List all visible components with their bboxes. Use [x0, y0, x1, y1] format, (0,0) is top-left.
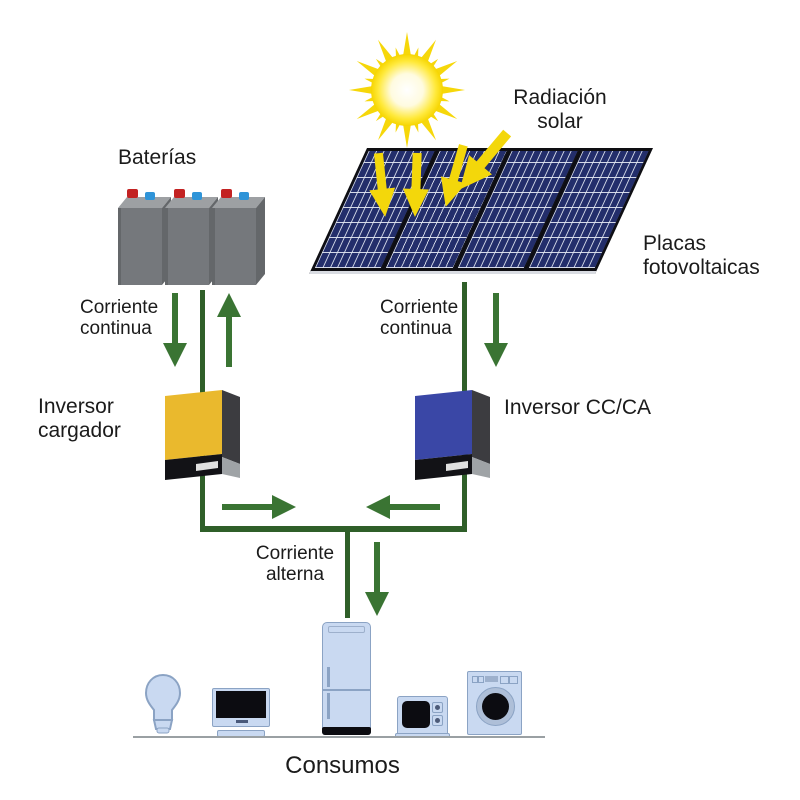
- label-inversor-cargador: Inversor cargador: [38, 395, 121, 442]
- arrow-left-ac-bus: [366, 495, 440, 519]
- label-radiacion-solar: Radiación solar: [513, 86, 607, 133]
- radiation-arrows-icon: [365, 123, 519, 219]
- fridge-handle-lower: [327, 693, 330, 719]
- fridge-handle-upper: [327, 667, 330, 687]
- light-bulb-icon: [144, 673, 182, 734]
- washer-button-1: [500, 676, 509, 684]
- inverter-charger-icon: [165, 390, 240, 480]
- washer-door: [476, 687, 515, 726]
- label-corriente-continua-right: Corriente continua: [380, 297, 459, 340]
- battery-3: [212, 189, 265, 285]
- arrow-up-battery-charge: [217, 293, 241, 367]
- label-placas-fotovoltaicas: Placas fotovoltaicas: [643, 232, 760, 279]
- label-corriente-continua-left: Corriente continua: [80, 297, 159, 340]
- washer-knob-2: [478, 676, 484, 683]
- washer-knob-1: [472, 676, 478, 683]
- microwave-window: [402, 701, 430, 728]
- fridge-top-strip: [328, 626, 365, 633]
- fridge-door-divider: [323, 689, 370, 691]
- tv-screen: [216, 691, 266, 718]
- label-corriente-alterna: Corriente alterna: [255, 543, 335, 586]
- ac-line-to-loads: [345, 528, 350, 618]
- sun-icon: [349, 32, 465, 148]
- inverter-ccca-icon: [415, 390, 490, 480]
- arrow-down-panels-to-inverter: [484, 293, 508, 367]
- label-consumos: Consumos: [285, 752, 400, 779]
- tv-icon: [212, 688, 270, 737]
- arrow-down-battery-discharge: [163, 293, 187, 367]
- ac-bus-line: [200, 526, 467, 532]
- label-baterias: Baterías: [118, 146, 197, 169]
- washing-machine-icon: [467, 671, 522, 735]
- washer-button-2: [509, 676, 518, 684]
- batteries-icon: [118, 189, 265, 285]
- battery-2: [165, 189, 218, 285]
- microwave-dial-1: [432, 702, 443, 713]
- loads-baseline: [133, 736, 545, 738]
- arrow-down-to-loads: [365, 542, 389, 616]
- arrow-right-ac-bus: [222, 495, 296, 519]
- microwave-dial-2: [432, 715, 443, 726]
- label-inversor-ccca: Inversor CC/CA: [504, 396, 652, 419]
- washer-display-bar: [485, 676, 498, 682]
- tv-logo-dash: [236, 720, 248, 723]
- battery-1: [118, 189, 171, 285]
- refrigerator-icon: [322, 622, 371, 735]
- fridge-base: [322, 727, 371, 735]
- microwave-icon: [395, 696, 450, 738]
